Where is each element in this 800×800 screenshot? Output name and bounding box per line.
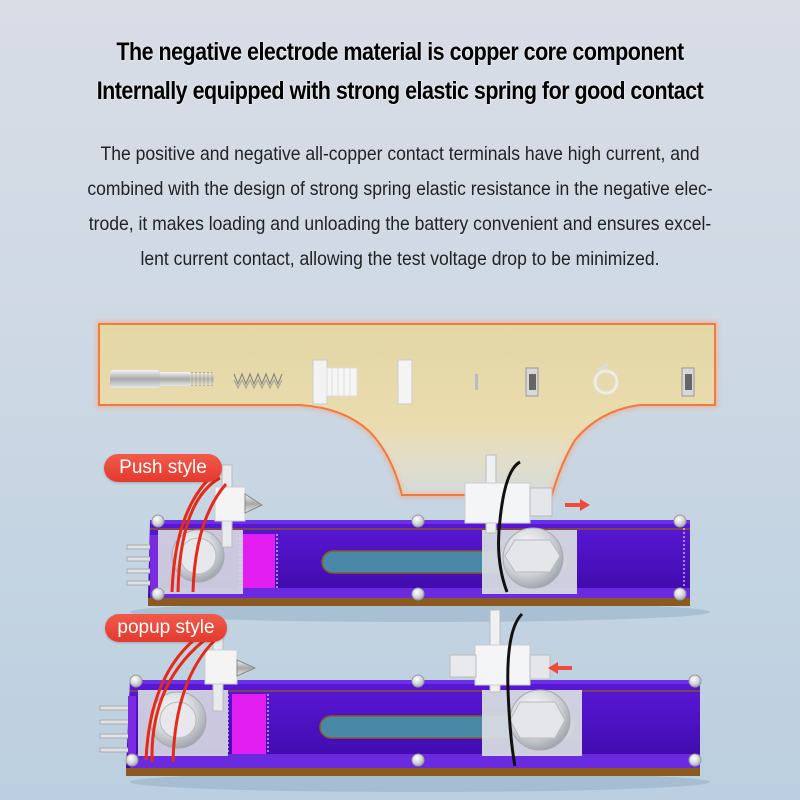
arrow-right-icon	[565, 499, 590, 511]
fixture-popup-style	[99, 609, 710, 792]
part-hex-nut	[525, 367, 539, 397]
positive-wires	[170, 474, 228, 593]
screws	[125, 674, 702, 767]
description-line: lent current contact, allowing the test …	[140, 248, 660, 270]
screws	[151, 514, 687, 601]
connector-pins	[126, 544, 153, 586]
push-style-badge: Push style	[104, 454, 222, 482]
part-copper-pin	[110, 370, 214, 388]
headline-line-1: The negative electrode material is coppe…	[116, 38, 684, 66]
pcb-highlight-strip	[243, 534, 275, 588]
negative-wire	[497, 460, 521, 593]
part-insulating-washer	[397, 359, 413, 405]
part-wire-ring	[593, 362, 619, 395]
part-thin-washer	[475, 374, 478, 390]
negative-wire	[506, 612, 524, 767]
part-hex-nut	[681, 367, 695, 397]
positive-contact-cone	[236, 659, 257, 677]
positive-contact-cone	[244, 493, 264, 514]
part-spring	[233, 372, 283, 390]
arrow-left-icon	[548, 662, 572, 674]
fixture-push-style	[126, 454, 710, 622]
part-threaded-sleeve	[312, 359, 358, 405]
description-line: combined with the design of strong sprin…	[87, 178, 713, 200]
pcb-highlight-strip	[232, 694, 266, 758]
description: The positive and negative all-copper con…	[0, 137, 800, 277]
description-line: trode, it makes loading and unloading th…	[88, 213, 712, 235]
headline-line-2: Internally equipped with strong elastic …	[96, 77, 704, 105]
popup-style-badge: popup style	[105, 614, 227, 642]
connector-pins	[99, 705, 131, 753]
description-line: The positive and negative all-copper con…	[100, 143, 700, 165]
